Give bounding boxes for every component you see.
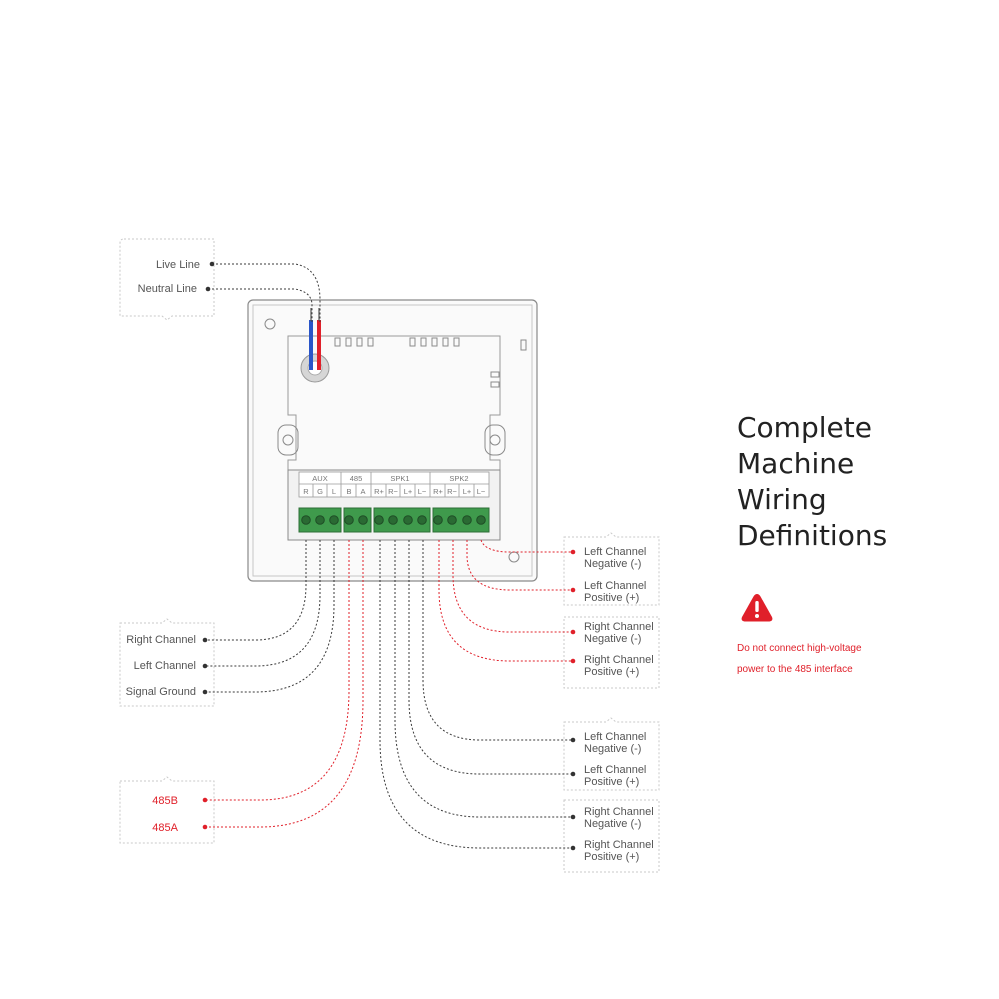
terminal-screw — [344, 515, 354, 525]
label-spk1-left-pos-1: Left Channel — [584, 764, 646, 776]
terminal-pin-label: L− — [477, 487, 486, 496]
terminal-group-485: 485 — [350, 474, 363, 483]
label-485b: 485B — [152, 795, 178, 807]
terminal-pin-label: B — [346, 487, 351, 496]
label-spk1-right-pos-1: Right Channel — [584, 839, 654, 851]
warning-text: Do not connect high-voltage power to the… — [737, 643, 862, 675]
wire-live — [212, 263, 321, 322]
title-line-3: Wiring — [737, 483, 827, 516]
terminal-group-spk1: SPK1 — [390, 474, 409, 483]
terminal-pin-label: R — [303, 487, 309, 496]
wire-spk1-lminus — [422, 540, 573, 741]
terminal-screw — [358, 515, 368, 525]
label-spk2-right-neg-2: Negative (-) — [584, 633, 641, 645]
terminal-pin-label: L+ — [463, 487, 472, 496]
terminal-pin-label: R− — [388, 487, 398, 496]
terminal-pin-label: R− — [447, 487, 457, 496]
label-spk2-left-pos-1: Left Channel — [584, 580, 646, 592]
terminal-screw — [462, 515, 472, 525]
label-aux-signal-ground: Signal Ground — [126, 686, 196, 698]
wire-aux-r — [205, 540, 307, 641]
label-spk1-right-pos-2: Positive (+) — [584, 851, 639, 863]
label-spk1-right-neg-1: Right Channel — [584, 806, 654, 818]
title-line-1: Complete — [737, 411, 872, 444]
spk2-label-box-bottom — [563, 616, 660, 689]
label-spk2-left-neg-1: Left Channel — [584, 546, 646, 558]
wire-485b — [205, 540, 350, 801]
terminal-pin-label: A — [360, 487, 365, 496]
label-spk1-right-neg-2: Negative (-) — [584, 818, 641, 830]
terminal-pin-label: R+ — [374, 487, 384, 496]
spk1-labels: Left Channel Negative (-) Left Channel P… — [570, 731, 654, 863]
terminal-screw — [417, 515, 427, 525]
rs485-label-box — [119, 776, 215, 844]
terminal-screw — [403, 515, 413, 525]
terminal-pin-label: R+ — [433, 487, 443, 496]
spk2-label-box-top — [563, 532, 660, 606]
terminal-group-spk2: SPK2 — [449, 474, 468, 483]
terminal-pin-label: L+ — [404, 487, 413, 496]
device-back-plate — [247, 299, 538, 582]
terminal-pin-label: L — [332, 487, 336, 496]
label-spk1-left-neg-1: Left Channel — [584, 731, 646, 743]
terminal-screw — [315, 515, 325, 525]
warning-triangle-icon — [741, 594, 773, 622]
spk1-label-box-top — [563, 717, 660, 791]
terminal-screw — [374, 515, 384, 525]
label-aux-right-channel: Right Channel — [126, 634, 196, 646]
page-title: Complete Machine Wiring Definitions — [737, 410, 887, 554]
title-line-2: Machine — [737, 447, 855, 480]
terminal-screw — [433, 515, 443, 525]
label-neutral-line: Neutral Line — [138, 283, 197, 295]
rs485-labels: 485B 485A — [152, 795, 208, 834]
label-spk1-left-neg-2: Negative (-) — [584, 743, 641, 755]
spk2-labels: Left Channel Negative (-) Left Channel P… — [570, 546, 654, 678]
wire-485a — [205, 540, 364, 828]
label-485a: 485A — [152, 822, 178, 834]
power-labels: Live Line Neutral Line — [138, 259, 215, 295]
terminal-group-aux: AUX — [312, 474, 327, 483]
label-spk2-left-pos-2: Positive (+) — [584, 592, 639, 604]
wire-spk2-rplus — [438, 540, 573, 662]
terminal-screw — [329, 515, 339, 525]
terminal-group-labels: AUX 485 SPK1 SPK2 — [312, 474, 468, 483]
power-label-box — [119, 238, 215, 321]
title-line-4: Definitions — [737, 519, 888, 552]
label-spk1-left-pos-2: Positive (+) — [584, 776, 639, 788]
terminal-screw — [447, 515, 457, 525]
label-spk2-right-pos-2: Positive (+) — [584, 666, 639, 678]
wire-spk2-rminus — [452, 540, 573, 633]
label-aux-left-channel: Left Channel — [134, 660, 196, 672]
wires — [205, 263, 573, 849]
live-line-dot — [209, 261, 215, 267]
label-live-line: Live Line — [156, 259, 200, 271]
wire-neutral — [208, 288, 313, 322]
label-spk2-right-pos-1: Right Channel — [584, 654, 654, 666]
neutral-line-dot — [205, 286, 211, 292]
terminal-pin-label: G — [317, 487, 323, 496]
wire-spk1-rminus — [394, 540, 573, 818]
terminal-screw — [388, 515, 398, 525]
terminal-pin-label: L− — [418, 487, 427, 496]
terminal-screw — [476, 515, 486, 525]
aux-labels: Right Channel Left Channel Signal Ground — [126, 634, 208, 698]
label-spk2-right-neg-1: Right Channel — [584, 621, 654, 633]
wire-spk2-lminus — [480, 539, 573, 553]
terminal-screw — [301, 515, 311, 525]
terminal-screws — [301, 515, 486, 525]
label-spk2-left-neg-2: Negative (-) — [584, 558, 641, 570]
wire-spk2-lplus — [466, 540, 573, 591]
